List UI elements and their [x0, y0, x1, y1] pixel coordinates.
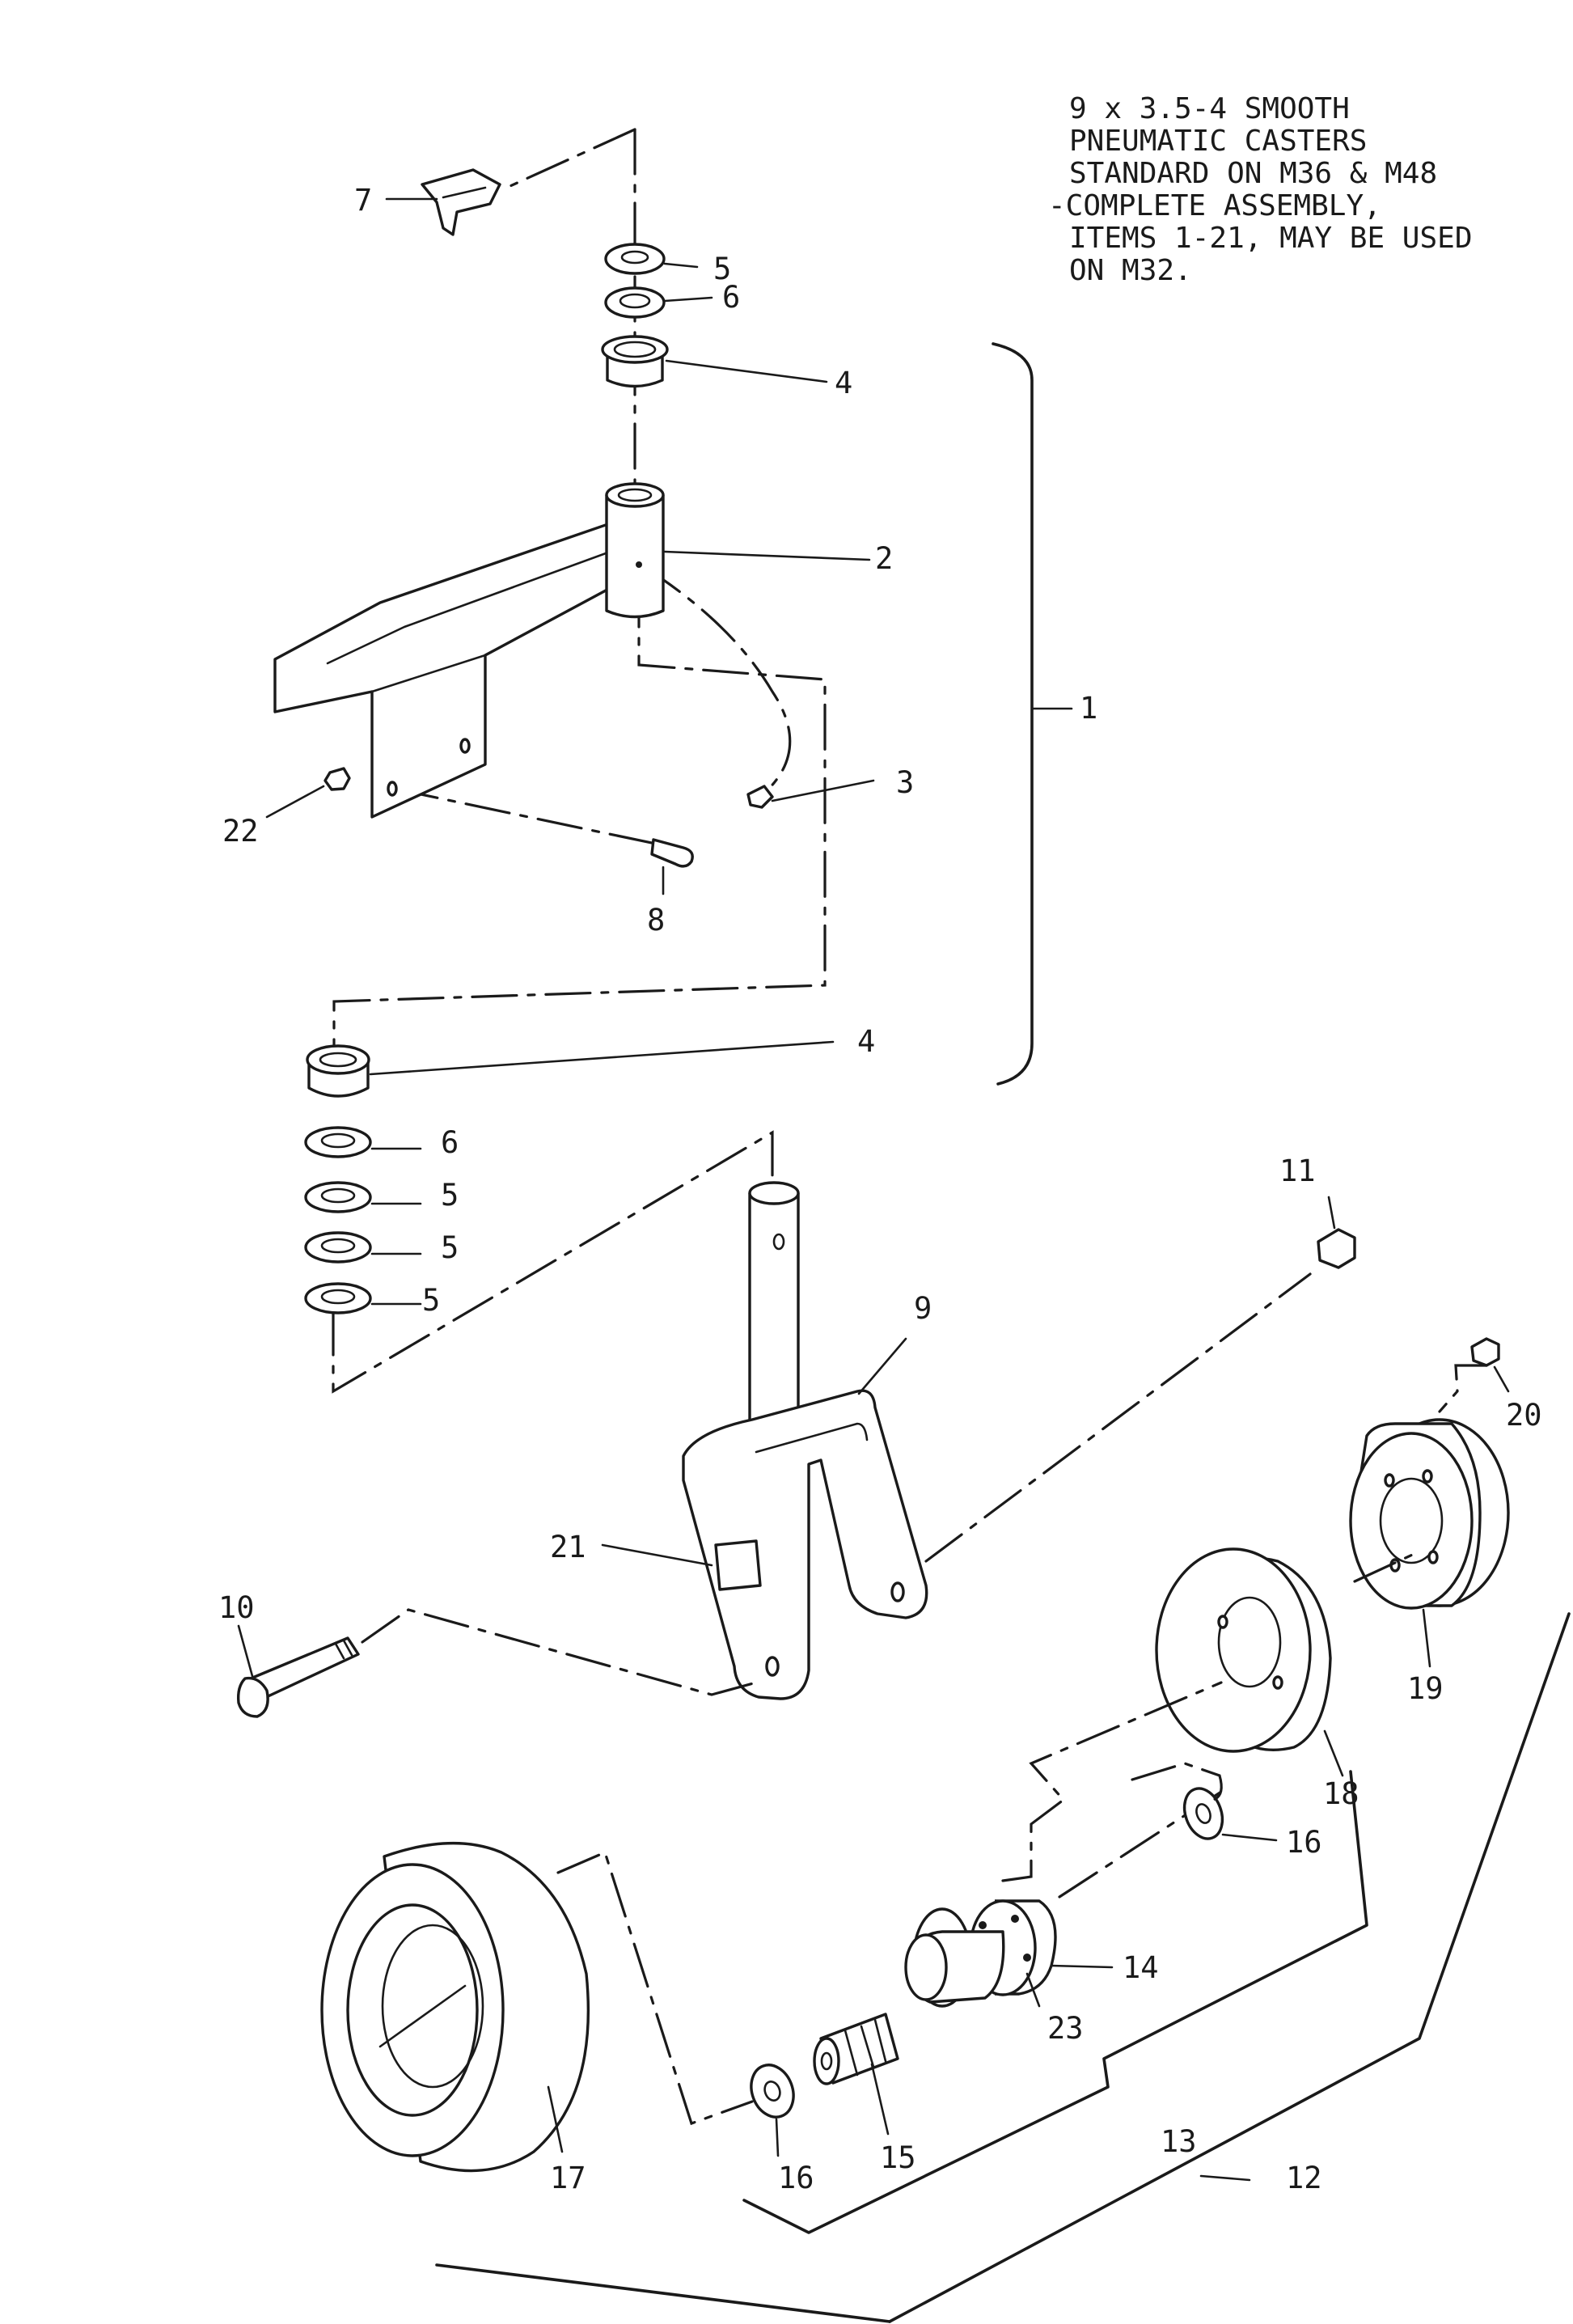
- callout-13: 13: [1161, 2124, 1197, 2159]
- part-9-fork: [682, 1181, 1312, 1700]
- callout-17: 17: [550, 2161, 586, 2195]
- bottom-bearing-stack: [304, 1040, 835, 1314]
- part-21-decal: [601, 1539, 762, 1591]
- callout-6-bottom: 6: [441, 1125, 459, 1160]
- part-6-washer-top: [604, 286, 666, 319]
- callout-5-a: 5: [441, 1178, 459, 1213]
- part-2-caster-arm: [273, 482, 871, 819]
- callout-3: 3: [896, 765, 914, 800]
- assembly-note: 9 x 3.5-4 SMOOTH PNEUMATIC CASTERS STAND…: [1048, 92, 1473, 287]
- part-8-bolt: [650, 838, 694, 895]
- assembly-bracket: [992, 342, 1034, 1086]
- callout-20: 20: [1506, 1398, 1542, 1433]
- callout-21: 21: [550, 1530, 586, 1564]
- callout-10: 10: [218, 1590, 255, 1625]
- callout-8: 8: [647, 903, 665, 938]
- part-20-nut: [1438, 1337, 1510, 1413]
- callout-6-top: 6: [722, 280, 740, 315]
- part-6-washer-bottom: [304, 1126, 372, 1158]
- callout-18: 18: [1323, 1776, 1359, 1811]
- callout-2: 2: [875, 541, 893, 576]
- callout-labels: 1 2 3 4 4 5 5 5 5 6 6 7 8 9 10 11 12 13 …: [218, 183, 1542, 2195]
- part-22-nut: [265, 767, 351, 819]
- part-5-washer-c: [304, 1282, 372, 1314]
- part-16-washer-left: [750, 2064, 795, 2157]
- part-10-axle-bolt: [236, 1608, 758, 1718]
- callout-16-left: 16: [778, 2161, 814, 2195]
- callout-7: 7: [354, 183, 372, 218]
- part-11-nut: [1317, 1196, 1356, 1269]
- callout-1: 1: [1080, 691, 1097, 726]
- callout-5-top: 5: [713, 252, 731, 286]
- callout-11: 11: [1279, 1154, 1316, 1188]
- callout-5-b: 5: [441, 1230, 459, 1265]
- callout-5-c: 5: [422, 1283, 440, 1318]
- part-3-grease-fitting: [746, 779, 875, 809]
- part-15-bearing: [813, 2013, 899, 2136]
- callout-4-bottom: 4: [857, 1024, 875, 1059]
- note-line-3: STANDARD ON M36 & M48: [1069, 157, 1437, 190]
- part-17-tire: [320, 1841, 754, 2173]
- part-14-hub: [904, 1681, 1223, 2008]
- callout-4-top: 4: [835, 366, 852, 400]
- callout-9: 9: [914, 1291, 932, 1326]
- leader-23: [1025, 1972, 1041, 2008]
- part-5-washer-b: [304, 1231, 372, 1264]
- callout-14: 14: [1123, 1950, 1159, 1985]
- part-19-wheel-half: [1349, 1418, 1510, 1668]
- part-5-washer-top: [604, 243, 666, 275]
- part-16-washer-right: [1131, 1762, 1278, 1842]
- callout-15: 15: [880, 2140, 916, 2175]
- callout-19: 19: [1407, 1671, 1444, 1706]
- note-line-5: ITEMS 1-21, MAY BE USED: [1069, 222, 1473, 255]
- assembly-lines-upper: [332, 128, 827, 1394]
- part-5-washer-a: [304, 1181, 372, 1213]
- part-18-wheel-half: [1155, 1547, 1421, 1777]
- note-line-1: 9 x 3.5-4 SMOOTH: [1069, 92, 1350, 125]
- callout-16-right: 16: [1286, 1825, 1322, 1860]
- top-bearing-stack: [601, 243, 828, 388]
- note-line-6: ON M32.: [1069, 254, 1192, 287]
- part-7-clip: [385, 168, 501, 236]
- callout-23: 23: [1047, 2011, 1084, 2046]
- assembly-lines-lower: [435, 1612, 1571, 2323]
- callout-22: 22: [222, 814, 259, 849]
- note-line-2: PNEUMATIC CASTERS: [1069, 125, 1367, 158]
- callout-12: 12: [1286, 2161, 1322, 2195]
- note-line-4: -COMPLETE ASSEMBLY,: [1048, 189, 1381, 222]
